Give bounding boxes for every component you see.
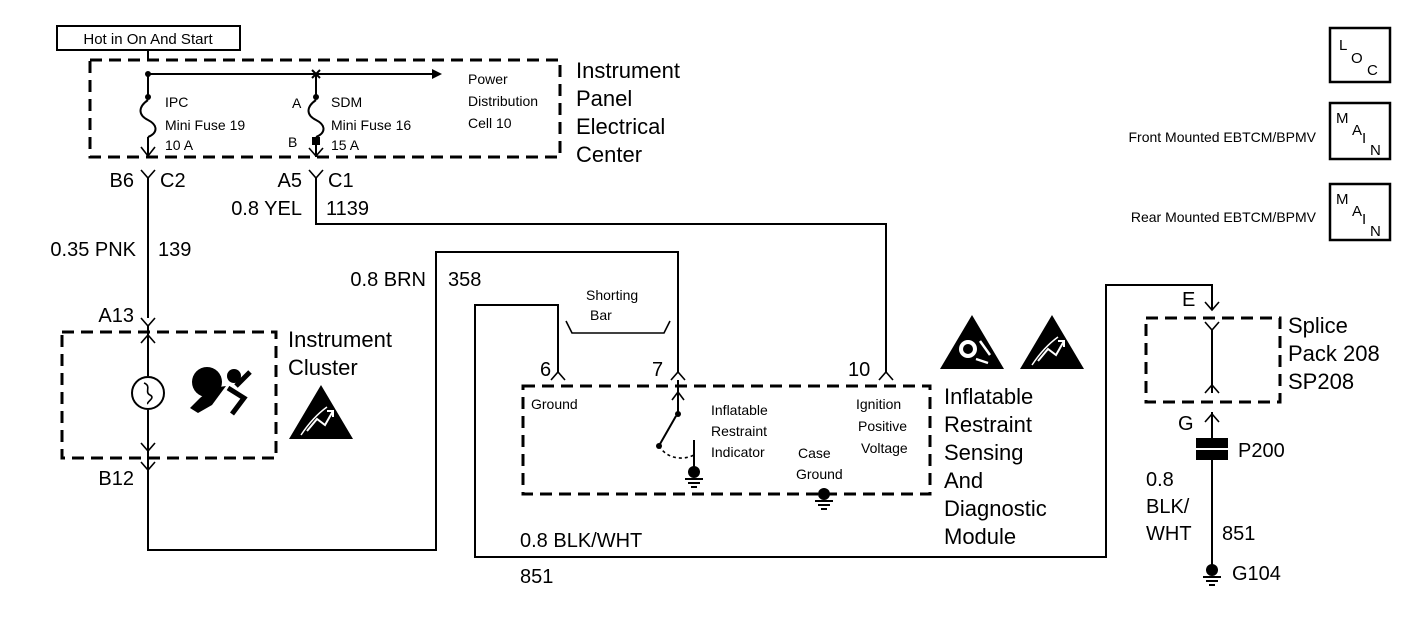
wire-brn-circuit: 358	[448, 269, 481, 291]
ignition-label-3: Voltage	[861, 440, 908, 456]
ground-g104: G104	[1232, 563, 1281, 585]
cluster-pin-b12: B12	[98, 468, 134, 490]
ground-wire-color-2: WHT	[1146, 523, 1192, 545]
sdm-title-3: Sensing	[944, 440, 1024, 465]
pdc-label-1: Power	[468, 71, 508, 87]
main-rear-button[interactable]: M A I N	[1328, 182, 1392, 242]
wire-yel-circuit: 1139	[326, 198, 369, 220]
svg-text:I: I	[1362, 211, 1366, 228]
sdm-fuse-name: SDM	[331, 94, 362, 110]
splice-pin-g: G	[1178, 413, 1194, 435]
main-front-button[interactable]: M A I N	[1328, 101, 1392, 161]
ipec-title-3: Electrical	[576, 114, 665, 139]
pdc-label-2: Distribution	[468, 93, 538, 109]
svg-text:N: N	[1370, 223, 1381, 240]
wire-yel-color: 0.8 YEL	[231, 198, 302, 220]
wire-pnk-circuit: 139	[158, 239, 191, 261]
ground-symbol-icon	[1202, 563, 1222, 586]
ground-wire-gauge: 0.8	[1146, 469, 1174, 491]
sdm-pin-7: 7	[652, 359, 663, 381]
loc-button[interactable]: L O C	[1328, 26, 1392, 84]
svg-text:C: C	[1367, 62, 1378, 79]
wire-blkwht-color: 0.8 BLK/WHT	[520, 530, 642, 552]
connector-b6: B6	[110, 170, 134, 192]
ignition-label-1: Ignition	[856, 396, 901, 412]
sdm-fuse: A B SDM Mini Fuse 16 15 A	[288, 74, 411, 158]
ipec-title-4: Center	[576, 142, 642, 167]
splice-title-3: SP208	[1288, 369, 1354, 394]
cluster-title-2: Cluster	[288, 355, 358, 380]
indicator-ground-icon	[684, 465, 704, 488]
shorting-bar-label-2: Bar	[590, 307, 612, 323]
sdm-ground-label: Ground	[531, 396, 578, 412]
wire-blkwht-circuit: 851	[520, 566, 553, 588]
sdm-title-5: Diagnostic	[944, 496, 1047, 521]
ipc-fuse-rating: 10 A	[165, 137, 194, 153]
ipec-title-1: Instrument	[576, 58, 680, 83]
case-ground-label-1: Case	[798, 445, 831, 461]
airbag-deploy-warning-icon	[940, 315, 1004, 369]
p200-connector	[1196, 438, 1228, 460]
ipc-fuse-number: Mini Fuse 19	[165, 117, 245, 133]
sdm-title-6: Module	[944, 524, 1016, 549]
indicator-label-1: Inflatable	[711, 402, 768, 418]
power-source-label: Hot in On And Start	[83, 31, 213, 48]
rear-mounted-label: Rear Mounted EBTCM/BPMV	[1131, 209, 1317, 225]
sdm-fuse-pin-a: A	[292, 95, 302, 111]
svg-text:L: L	[1339, 37, 1347, 54]
power-source-box: Hot in On And Start	[56, 25, 241, 51]
sdm-title-1: Inflatable	[944, 384, 1033, 409]
case-ground-icon	[814, 487, 834, 510]
sdm-pin-6: 6	[540, 359, 551, 381]
indicator-label-3: Indicator	[711, 444, 765, 460]
instrument-cluster: A13 B12 Instrument Cluster	[60, 305, 392, 490]
ipc-fuse-name: IPC	[165, 94, 188, 110]
front-mounted-label: Front Mounted EBTCM/BPMV	[1128, 129, 1316, 145]
sdm-module: Shorting Bar 6 7 10 Ground Inflatable Re…	[521, 287, 1085, 549]
esd-warning-icon	[288, 384, 354, 440]
wire-brn-color: 0.8 BRN	[350, 269, 426, 291]
svg-text:M: M	[1336, 191, 1349, 208]
cluster-pin-a13: A13	[98, 305, 134, 327]
svg-text:A: A	[1352, 203, 1362, 220]
ground-wire-color-1: BLK/	[1146, 496, 1190, 518]
splice-pin-e: E	[1182, 289, 1195, 311]
airbag-indicator-icon	[190, 367, 252, 416]
splice-title-2: Pack 208	[1288, 341, 1380, 366]
shorting-bar-label-1: Shorting	[586, 287, 638, 303]
sdm-title-2: Restraint	[944, 412, 1032, 437]
esd-warning-icon	[1019, 314, 1085, 370]
ground-wire-circuit: 851	[1222, 523, 1255, 545]
connector-p200: P200	[1238, 440, 1285, 462]
wire-pnk-color: 0.35 PNK	[50, 239, 136, 261]
sdm-fuse-number: Mini Fuse 16	[331, 117, 411, 133]
svg-text:M: M	[1336, 110, 1349, 127]
sdm-fuse-rating: 15 A	[331, 137, 360, 153]
svg-text:O: O	[1351, 50, 1363, 67]
sdm-fuse-pin-b: B	[288, 134, 297, 150]
svg-text:N: N	[1370, 142, 1381, 159]
sdm-title-4: And	[944, 468, 983, 493]
svg-text:A: A	[1352, 122, 1362, 139]
case-ground-label-2: Ground	[796, 466, 843, 482]
ipec-fuse-block: IPC Mini Fuse 19 10 A A B SDM Mini Fuse …	[88, 58, 680, 167]
ipc-fuse: IPC Mini Fuse 19 10 A	[139, 74, 245, 158]
cluster-title-1: Instrument	[288, 327, 392, 352]
ipec-title-2: Panel	[576, 86, 632, 111]
splice-pack: E Splice Pack 208 SP208 G P200 0.8 BLK/ …	[1144, 289, 1380, 586]
svg-text:I: I	[1362, 130, 1366, 147]
connector-c1: C1	[328, 170, 354, 192]
sdm-pin-10: 10	[848, 359, 870, 381]
pdc-label-3: Cell 10	[468, 115, 512, 131]
splice-title-1: Splice	[1288, 313, 1348, 338]
ignition-label-2: Positive	[858, 418, 907, 434]
connector-a5: A5	[278, 170, 302, 192]
connector-c2: C2	[160, 170, 186, 192]
indicator-label-2: Restraint	[711, 423, 767, 439]
